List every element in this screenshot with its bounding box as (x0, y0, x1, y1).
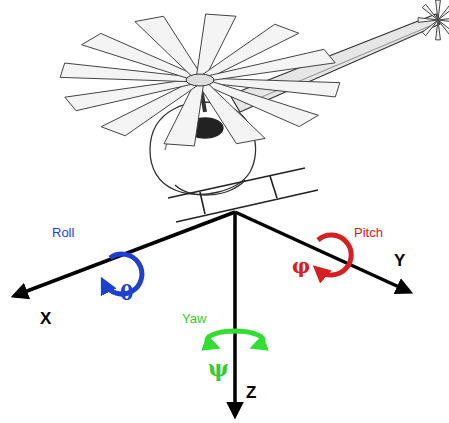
yaw-arrow (207, 331, 263, 346)
rotation-label: Pitch (354, 226, 383, 240)
tail-rotor-blade (422, 20, 438, 36)
tail-rotor-blade (422, 4, 438, 20)
tail-rotor-blade (436, 0, 441, 20)
rotation-label: Roll (52, 226, 74, 240)
rotation-label: Yaw (182, 312, 206, 326)
axis-label: Z (246, 384, 256, 403)
angle-symbol: θ (120, 282, 133, 304)
pitch-arrow (318, 235, 351, 275)
rotor-blade (65, 79, 194, 110)
tail-rotor-blade (436, 20, 441, 40)
main-rotor (60, 14, 340, 146)
body-axes (14, 212, 410, 416)
rotor-blade (135, 16, 201, 77)
tail-rotor-blade (438, 4, 449, 20)
rotor-hub (186, 74, 214, 86)
axis-label: Y (394, 252, 405, 271)
rotor-blade (206, 49, 335, 80)
angle-symbol: ψ (208, 356, 229, 380)
rotor-blade (199, 83, 265, 144)
tail-rotor (418, 0, 449, 40)
axis-label: X (40, 310, 51, 329)
angle-symbol: φ (292, 255, 310, 277)
tail-rotor-blade (418, 18, 438, 23)
